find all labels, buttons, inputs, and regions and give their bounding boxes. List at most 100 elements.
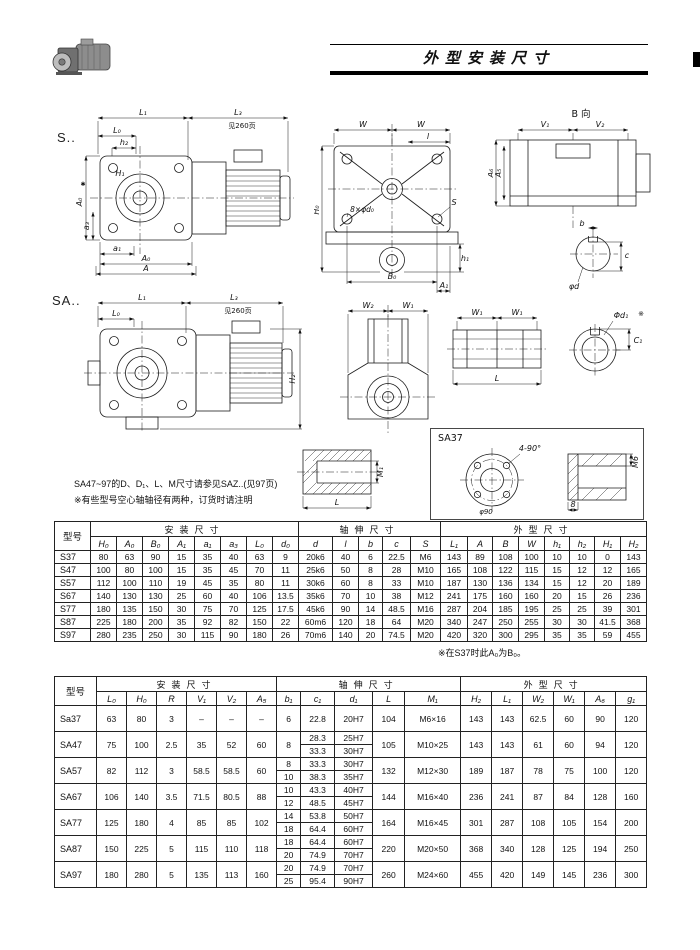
model-cell: S97 — [54, 628, 91, 642]
view-title-b: B 向 — [571, 108, 590, 120]
value-cell: 50H7 — [334, 809, 374, 823]
value-cell: 189 — [460, 757, 493, 784]
value-cell: 82 — [96, 757, 127, 784]
s-side-view-drawing: L₁ L₃ 见260页 L₀ h₂ H₁ A₀ ✱ a₃ a₁ A₀ A — [76, 108, 294, 276]
value-cell: 80 — [126, 705, 157, 732]
column-header: W₁ — [553, 691, 586, 706]
value-cell: 58.5 — [186, 757, 217, 784]
value-cell: 241 — [440, 589, 469, 603]
value-cell: 6 — [358, 550, 384, 564]
value-cell: 14 — [276, 809, 302, 823]
value-cell: 90 — [220, 628, 247, 642]
value-cell: 20 — [544, 589, 571, 603]
value-cell: 12 — [594, 563, 622, 577]
value-cell: 236 — [620, 589, 648, 603]
dim-label-w1b: W₁ — [511, 308, 522, 317]
value-cell: 58.5 — [216, 757, 247, 784]
value-cell: 30k6 — [298, 576, 334, 590]
value-cell: 10 — [569, 550, 596, 564]
value-cell: 143 — [460, 731, 493, 758]
value-cell: 25k6 — [298, 563, 334, 577]
column-header: L — [372, 691, 406, 706]
value-cell: 143 — [440, 550, 469, 564]
dim-label-a0-bottom: A₀ — [141, 254, 151, 263]
value-cell: 45 — [194, 576, 221, 590]
value-cell: 60m6 — [298, 615, 334, 629]
value-cell: 3 — [156, 757, 187, 784]
model-cell: S37 — [54, 550, 91, 564]
dim-label-b: b — [579, 219, 584, 228]
value-cell: 154 — [584, 809, 617, 836]
value-cell: 160 — [615, 783, 648, 810]
dim-label-a1: A₁ — [439, 281, 449, 290]
dim-label-l1: L₁ — [138, 293, 146, 302]
value-cell: 30 — [168, 628, 195, 642]
value-cell: 250 — [615, 835, 648, 862]
column-header: d₁ — [334, 691, 374, 706]
dim-label-v2: V₂ — [596, 120, 605, 129]
value-cell: 130 — [467, 576, 494, 590]
value-cell: 74.9 — [300, 848, 336, 862]
table1-footnote: ※在S37时此A₀为B₀。 — [438, 648, 527, 658]
value-cell: 3.5 — [156, 783, 187, 810]
dim-label-8: 8 — [570, 500, 575, 509]
group-header: 安装尺寸 — [95, 676, 278, 692]
model-cell: SA87 — [54, 835, 97, 862]
value-cell: 61 — [522, 731, 555, 758]
value-cell: 35k6 — [298, 589, 334, 603]
value-cell: 140 — [126, 783, 157, 810]
sa-shaft-drawing: W₁ W₁ L Φd₁ ※ C₁ — [447, 308, 644, 386]
dim-label-phid1: Φd₁ — [614, 311, 629, 320]
value-cell: 250 — [492, 615, 520, 629]
value-cell: 59 — [594, 628, 622, 642]
sa-side-view-drawing: L₁ L₃ 见260页 L₀ H₂ — [84, 293, 302, 433]
column-header: L₀ — [246, 536, 273, 551]
value-cell: 40 — [220, 550, 247, 564]
column-header: W — [518, 536, 546, 551]
column-header: M₁ — [404, 691, 462, 706]
value-cell: 165 — [620, 563, 648, 577]
value-cell: 150 — [96, 835, 127, 862]
dim-label-c1: C₁ — [634, 336, 643, 345]
value-cell: 100 — [116, 576, 143, 590]
dim-label-phid: φd — [569, 282, 580, 291]
value-cell: 78 — [522, 757, 555, 784]
value-cell: 18 — [276, 835, 302, 849]
value-cell: 260 — [372, 861, 406, 888]
value-cell: 63 — [116, 550, 143, 564]
value-cell: 10 — [276, 783, 302, 797]
dim-label-l3: L₃ — [230, 293, 238, 302]
sa-front-view-drawing: W₂ W₁ — [340, 301, 436, 433]
value-cell: 30H7 — [334, 744, 374, 758]
value-cell: 15 — [544, 576, 571, 590]
model-cell: SA67 — [54, 783, 97, 810]
column-header: B — [492, 536, 520, 551]
value-cell: 420 — [440, 628, 469, 642]
dim-label-h0: H₀ — [314, 205, 321, 215]
value-cell: 25H7 — [334, 731, 374, 745]
value-cell: 60H7 — [334, 835, 374, 849]
column-header: H₁ — [594, 536, 622, 551]
value-cell: 189 — [620, 576, 648, 590]
value-cell: 95.4 — [300, 874, 336, 888]
value-cell: 70H7 — [334, 848, 374, 862]
dim-label-h2: H₂ — [288, 374, 297, 384]
value-cell: 20 — [358, 628, 384, 642]
column-header: c₁ — [300, 691, 336, 706]
value-cell: 35 — [194, 563, 221, 577]
value-cell: 255 — [518, 615, 546, 629]
value-cell: 135 — [116, 602, 143, 616]
value-cell: 340 — [440, 615, 469, 629]
dim-label-a5: A₅ — [494, 169, 503, 179]
value-cell: 301 — [620, 602, 648, 616]
value-cell: 43.3 — [300, 783, 336, 797]
value-cell: 64 — [382, 615, 412, 629]
dim-label-c: c — [625, 251, 630, 260]
value-cell: 35 — [569, 628, 596, 642]
